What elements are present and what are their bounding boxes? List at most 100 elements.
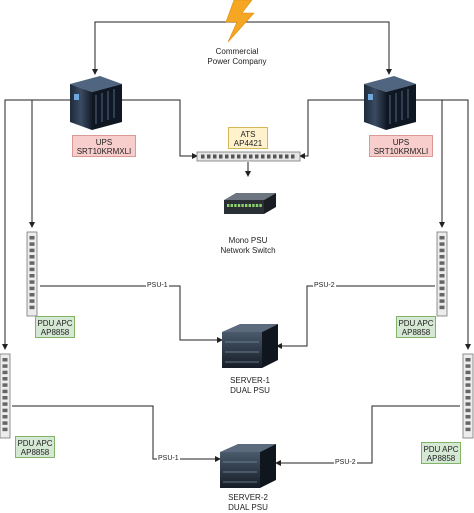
pdu-outlet (2, 427, 8, 432)
switch-port (234, 204, 237, 207)
pdu-outlet (29, 299, 35, 303)
pdu-strip-4-icon (462, 353, 474, 439)
pdu-strip-3-icon (436, 231, 448, 317)
pdu-outlet (29, 242, 35, 246)
pdu-1-label-line2: AP8858 (40, 328, 70, 337)
pdu-outlet (439, 293, 445, 297)
pdu-outlet (439, 274, 445, 278)
ats-socket (249, 154, 253, 159)
pdu-outlet (465, 383, 471, 387)
edge-pdu4-to-server2 (275, 405, 460, 466)
ats-socket (291, 154, 295, 159)
server-1-label-line1: SERVER-1 (230, 376, 270, 385)
pdu-outlet (2, 389, 8, 394)
pdu-outlet (2, 358, 8, 362)
power-company-label-line2: Power Company (207, 57, 267, 66)
pdu-2-label-line1: PDU APC (17, 439, 53, 448)
ats-socket (273, 154, 277, 159)
pdu-outlet (2, 383, 8, 387)
power-company-label-line1: Commercial (215, 47, 259, 56)
power-company-label: Commercial Power Company (197, 47, 277, 67)
switch-port (255, 204, 259, 207)
edge-pdu1-to-server1 (40, 285, 223, 343)
ats-socket (267, 154, 271, 159)
ups-right-label-line2: SRT10KRMXLI (373, 147, 429, 156)
pdu-strip-2-icon (0, 353, 11, 439)
server-2-label-line2: DUAL PSU (228, 503, 268, 512)
pdu-4-label-line1: PDU APC (423, 445, 459, 454)
pdu-outlet (465, 396, 471, 400)
edge-power-to-ups-left (92, 21, 237, 75)
pdu-outlet (29, 305, 35, 310)
server-2-label-line1: SERVER-2 (228, 493, 268, 502)
switch-port (245, 204, 248, 207)
ups-left-label: UPS SRT10KRMXLI (72, 135, 136, 157)
pdu-outlet (439, 242, 445, 246)
ats-label-line2: AP4421 (233, 139, 263, 148)
ups-left-label-line2: SRT10KRMXLI (76, 147, 132, 156)
ats-socket (219, 154, 223, 159)
ats-label-line1: ATS (240, 130, 256, 139)
ats-socket (243, 154, 247, 159)
pdu-outlet (439, 261, 445, 265)
pdu-outlet (465, 408, 471, 413)
switch-port (248, 204, 251, 207)
server-2-label: SERVER-2 DUAL PSU (213, 493, 283, 513)
pdu-outlet (2, 408, 8, 413)
edge-ups-left-to-pdu2 (2, 99, 70, 350)
pdu-outlet (29, 274, 35, 278)
edge-pdu3-to-server1 (276, 285, 435, 349)
pdu-outlet (2, 377, 8, 381)
pdu-outlet (29, 267, 35, 272)
ups-right-label-line1: UPS (392, 138, 410, 147)
pdu-4-label: PDU APC AP8858 (421, 442, 461, 464)
switch-port (259, 204, 262, 207)
pdu-outlet (465, 370, 471, 375)
ups-right-icon (364, 76, 416, 130)
pdu-strip-1-icon (26, 231, 38, 317)
pdu-outlet (465, 389, 471, 394)
pdu-outlet (465, 427, 471, 432)
pdu-outlet (465, 358, 471, 362)
switch-port (230, 204, 233, 207)
edge-label-psu1-server2: PSU-1 (157, 455, 180, 463)
edge-ups-right-to-pdu3 (415, 99, 445, 228)
pdu-outlet (29, 236, 35, 240)
edge-ups-left-to-ats (120, 99, 198, 159)
ats-socket (261, 154, 265, 159)
server-1-icon (222, 324, 278, 368)
pdu-outlet (2, 370, 8, 375)
pdu-outlet (29, 293, 35, 297)
pdu-outlet (465, 364, 471, 368)
ats-socket (237, 154, 241, 159)
pdu-outlet (29, 286, 35, 291)
pdu-outlet (439, 248, 445, 253)
pdu-outlet (2, 396, 8, 400)
pdu-outlet (2, 421, 8, 425)
pdu-outlet (29, 261, 35, 265)
edge-ups-right-to-pdu4 (415, 99, 471, 350)
pdu-outlet (439, 236, 445, 240)
ats-label: ATS AP4421 (228, 127, 268, 149)
lightning-bolt-icon (225, 0, 255, 43)
switch-port (237, 204, 241, 207)
pdu-outlet (439, 305, 445, 310)
pdu-outlet (439, 280, 445, 284)
pdu-3-label-line2: AP8858 (401, 328, 431, 337)
network-switch-label-line2: Network Switch (220, 246, 276, 255)
edge-ups-left-to-pdu1 (29, 99, 70, 228)
pdu-2-label: PDU APC AP8858 (15, 436, 55, 458)
pdu-outlet (465, 421, 471, 425)
ups-left-label-line1: UPS (95, 138, 113, 147)
edge-label-psu2-server2: PSU-2 (334, 459, 357, 467)
ats-socket (285, 154, 289, 159)
edge-label-psu2-server1: PSU-2 (313, 282, 336, 290)
server-2-icon (220, 444, 276, 488)
switch-port (241, 204, 244, 207)
ats-socket (201, 154, 205, 159)
pdu-outlet (439, 267, 445, 272)
pdu-outlet (465, 402, 471, 406)
switch-port (227, 204, 230, 207)
ats-socket (225, 154, 229, 159)
